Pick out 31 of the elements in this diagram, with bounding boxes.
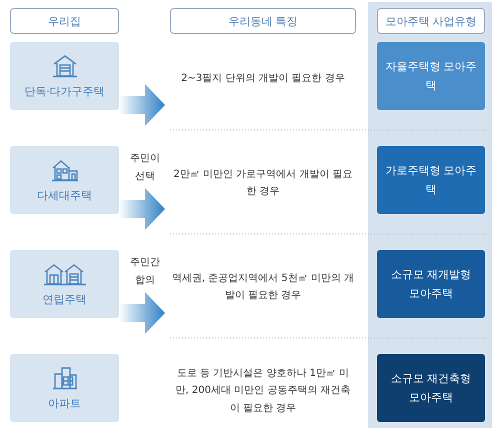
project-type-card xyxy=(377,250,485,318)
arrow-note: 주민간 합의 xyxy=(129,256,161,288)
project-type-label: 소규모 재건축형 모아주택 xyxy=(390,370,472,406)
housing-card xyxy=(10,42,119,110)
project-type-label: 가로주택형 모아주택 xyxy=(385,162,477,198)
block-arrow xyxy=(119,292,165,334)
project-type-card xyxy=(377,354,485,422)
header-text: 모아주택 사업유형 xyxy=(385,14,477,28)
description-text: 도로 등 기반시설은 양호하나 1만㎡ 미만, 200세대 미만인 공동주택의 재건축이 필요한 경우 xyxy=(174,366,352,416)
header-text: 우리동네 특징 xyxy=(228,14,298,28)
column-header xyxy=(10,8,119,34)
housing-label: 다세대주택 xyxy=(37,188,92,203)
housing-label: 단독·다가구주택 xyxy=(24,84,105,99)
housing-label: 연립주택 xyxy=(42,292,86,307)
housing-card xyxy=(10,146,119,214)
column-header xyxy=(377,8,485,34)
housing-card xyxy=(10,250,119,318)
description-text: 2만㎡ 미만인 가로구역에서 개발이 필요한 경우 xyxy=(172,168,354,199)
project-type-card xyxy=(377,42,485,110)
housing-card xyxy=(10,354,119,422)
project-type-label: 자율주택형 모아주택 xyxy=(385,58,477,94)
description-text: 2~3필지 단위의 개발이 필요한 경우 xyxy=(181,72,345,86)
project-type-label: 소규모 재개발형 모아주택 xyxy=(390,266,472,302)
arrow-note: 주민이 선택 xyxy=(129,152,161,184)
project-type-card xyxy=(377,146,485,214)
block-arrow xyxy=(119,84,165,126)
block-arrow xyxy=(119,188,165,230)
column-header xyxy=(170,8,356,34)
header-text: 우리집 xyxy=(48,14,81,28)
housing-label: 아파트 xyxy=(48,396,81,411)
description-text: 역세권, 준공업지역에서 5천㎡ 미만의 개발이 필요한 경우 xyxy=(171,272,355,303)
